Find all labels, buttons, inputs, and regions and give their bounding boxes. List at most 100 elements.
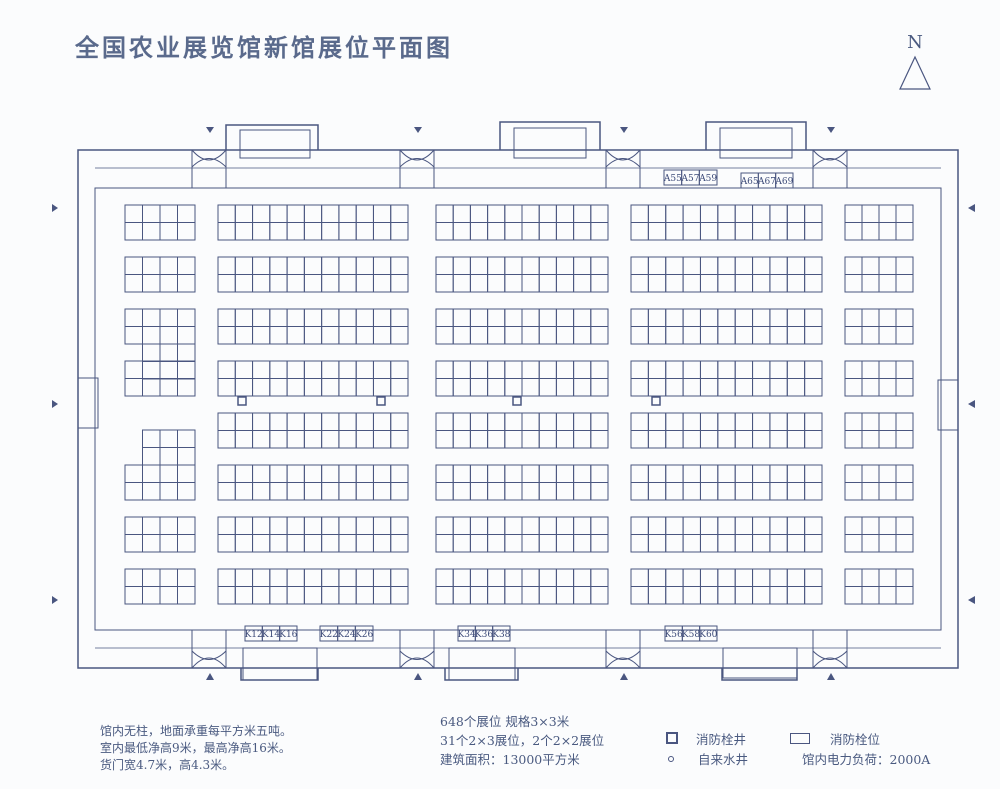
booth[interactable] (878, 586, 897, 605)
booth[interactable] (321, 222, 340, 241)
booth[interactable] (469, 568, 489, 587)
booth[interactable] (372, 222, 392, 241)
booth[interactable] (269, 360, 288, 379)
booth[interactable] (435, 308, 454, 327)
booth[interactable] (861, 568, 880, 587)
booth[interactable] (286, 534, 305, 553)
booth[interactable] (895, 308, 914, 327)
booth[interactable] (452, 378, 471, 397)
booth[interactable] (435, 412, 454, 431)
booth[interactable] (555, 516, 575, 535)
booth[interactable] (286, 430, 305, 449)
booth[interactable] (252, 222, 271, 241)
booth[interactable] (804, 516, 823, 535)
booth[interactable] (252, 326, 271, 345)
booth[interactable] (734, 586, 754, 605)
booth[interactable] (573, 568, 592, 587)
booth[interactable] (752, 586, 771, 605)
booth[interactable] (338, 326, 357, 345)
booth[interactable] (435, 204, 454, 223)
booth[interactable] (177, 343, 196, 362)
booth[interactable] (142, 222, 161, 241)
booth[interactable] (844, 308, 863, 327)
booth[interactable] (699, 586, 719, 605)
booth[interactable] (573, 482, 592, 501)
booth[interactable] (435, 430, 454, 449)
booth[interactable] (630, 360, 649, 379)
booth[interactable] (786, 568, 806, 587)
booth[interactable] (487, 256, 506, 275)
booth[interactable] (286, 516, 305, 535)
booth[interactable] (804, 586, 823, 605)
booth[interactable] (177, 222, 196, 241)
booth[interactable] (142, 482, 161, 501)
booth[interactable] (573, 204, 592, 223)
booth[interactable] (252, 568, 271, 587)
booth[interactable] (372, 326, 392, 345)
booth[interactable] (752, 412, 771, 431)
booth[interactable] (665, 204, 684, 223)
booth-K26[interactable] (354, 625, 374, 642)
booth[interactable] (878, 308, 897, 327)
booth[interactable] (321, 274, 340, 293)
booth[interactable] (769, 412, 788, 431)
booth[interactable] (699, 516, 719, 535)
booth[interactable] (878, 482, 897, 501)
booth[interactable] (338, 534, 357, 553)
booth[interactable] (321, 308, 340, 327)
booth[interactable] (752, 482, 771, 501)
booth[interactable] (269, 534, 288, 553)
booth[interactable] (435, 464, 454, 483)
booth[interactable] (159, 482, 178, 501)
booth[interactable] (786, 222, 806, 241)
booth[interactable] (844, 378, 863, 397)
booth[interactable] (286, 222, 305, 241)
booth[interactable] (469, 274, 489, 293)
booth[interactable] (878, 378, 897, 397)
booth[interactable] (861, 378, 880, 397)
booth[interactable] (234, 360, 254, 379)
booth[interactable] (372, 482, 392, 501)
booth[interactable] (647, 378, 667, 397)
booth[interactable] (487, 274, 506, 293)
booth[interactable] (124, 326, 143, 345)
booth[interactable] (734, 378, 754, 397)
booth[interactable] (217, 256, 236, 275)
booth[interactable] (804, 482, 823, 501)
booth[interactable] (682, 586, 701, 605)
booth[interactable] (590, 516, 609, 535)
booth[interactable] (142, 360, 161, 379)
booth[interactable] (555, 586, 575, 605)
booth[interactable] (630, 378, 649, 397)
booth[interactable] (699, 256, 719, 275)
booth[interactable] (878, 256, 897, 275)
booth[interactable] (895, 464, 914, 483)
booth[interactable] (159, 586, 178, 605)
booth[interactable] (504, 378, 523, 397)
booth[interactable] (435, 482, 454, 501)
booth[interactable] (142, 516, 161, 535)
booth[interactable] (665, 378, 684, 397)
booth[interactable] (878, 464, 897, 483)
booth[interactable] (717, 534, 736, 553)
booth[interactable] (234, 222, 254, 241)
booth[interactable] (321, 360, 340, 379)
booth[interactable] (159, 204, 178, 223)
booth[interactable] (647, 222, 667, 241)
booth[interactable] (804, 204, 823, 223)
booth[interactable] (252, 534, 271, 553)
booth[interactable] (682, 204, 701, 223)
booth[interactable] (895, 516, 914, 535)
booth[interactable] (630, 412, 649, 431)
booth[interactable] (338, 204, 357, 223)
booth[interactable] (390, 464, 409, 483)
booth[interactable] (487, 464, 506, 483)
booth[interactable] (590, 568, 609, 587)
booth[interactable] (159, 256, 178, 275)
booth[interactable] (769, 308, 788, 327)
booth[interactable] (303, 482, 323, 501)
booth[interactable] (647, 482, 667, 501)
booth[interactable] (665, 534, 684, 553)
booth[interactable] (338, 378, 357, 397)
booth[interactable] (861, 204, 880, 223)
